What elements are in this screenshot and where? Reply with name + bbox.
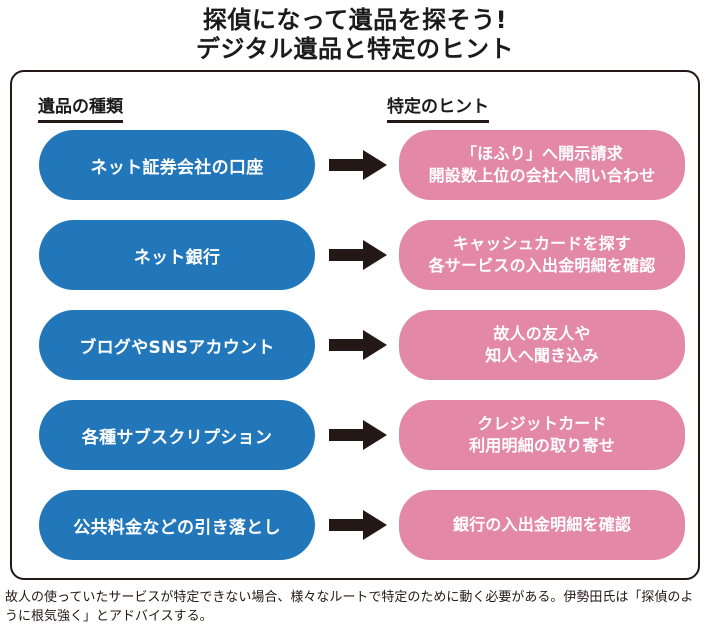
asset-pill: 各種サブスクリプション (39, 400, 315, 470)
asset-label: ネット証券会社の口座 (90, 157, 264, 178)
figure-caption: 故人の使っていたサービスが特定できない場合、様々なルートで特定のために動く必要が… (5, 590, 694, 624)
asset-pill: 公共料金などの引き落とし (39, 490, 315, 560)
hint-line-2: 開設数上位の会社へ問い合わせ (428, 166, 656, 185)
diagram-row: 各種サブスクリプション クレジットカード 利用明細の取り寄せ (12, 400, 698, 470)
diagram-rows: ネット証券会社の口座 「ほふり」へ開示請求 開設数上位の会社へ問い合わせ ネット… (12, 130, 698, 560)
asset-pill: ブログやSNSアカウント (39, 310, 315, 380)
hint-line-1: 「ほふり」へ開示請求 (460, 144, 623, 163)
hint-box: クレジットカード 利用明細の取り寄せ (399, 400, 685, 470)
asset-label: ブログやSNSアカウント (79, 337, 275, 358)
right-arrow-icon (329, 420, 387, 450)
asset-pill: ネット銀行 (39, 220, 315, 290)
diagram-row: ブログやSNSアカウント 故人の友人や 知人へ聞き込み (12, 310, 698, 380)
hint-line-1: 故人の友人や (493, 324, 591, 343)
asset-pill: ネット証券会社の口座 (39, 130, 315, 200)
right-arrow-icon (329, 330, 387, 360)
hint-box: キャッシュカードを探す 各サービスの入出金明細を確認 (399, 220, 685, 290)
asset-label: ネット銀行 (133, 247, 221, 268)
diagram-row: 公共料金などの引き落とし 銀行の入出金明細を確認 (12, 490, 698, 560)
diagram-row: ネット銀行 キャッシュカードを探す 各サービスの入出金明細を確認 (12, 220, 698, 290)
hint-box: 「ほふり」へ開示請求 開設数上位の会社へ問い合わせ (399, 130, 685, 200)
right-arrow-icon (329, 510, 387, 540)
column-header-hint: 特定のヒント (387, 92, 489, 123)
hint-line-2: 各サービスの入出金明細を確認 (428, 256, 656, 275)
hint-box: 故人の友人や 知人へ聞き込み (399, 310, 685, 380)
hint-line-1: キャッシュカードを探す (452, 234, 632, 253)
asset-label: 公共料金などの引き落とし (73, 517, 281, 538)
right-arrow-icon (329, 150, 387, 180)
hint-line-2: 知人へ聞き込み (485, 346, 599, 365)
diagram-row: ネット証券会社の口座 「ほふり」へ開示請求 開設数上位の会社へ問い合わせ (12, 130, 698, 200)
title-line-2: デジタル遺品と特定のヒント (195, 35, 515, 63)
right-arrow-icon (329, 240, 387, 270)
hint-line-1: クレジットカード (477, 414, 607, 433)
diagram-frame: 遺品の種類 特定のヒント ネット証券会社の口座 「ほふり」へ開示請求 開設数上位… (10, 70, 700, 580)
column-header-asset-type: 遺品の種類 (38, 92, 123, 123)
asset-label: 各種サブスクリプション (81, 427, 273, 448)
hint-line-2: 利用明細の取り寄せ (469, 436, 615, 455)
title-line-1: 探偵になって遺品を探そう! (202, 6, 508, 34)
hint-box: 銀行の入出金明細を確認 (399, 490, 685, 560)
page-title: 探偵になって遺品を探そう! デジタル遺品と特定のヒント (0, 6, 710, 64)
hint-line-1: 銀行の入出金明細を確認 (452, 515, 632, 534)
